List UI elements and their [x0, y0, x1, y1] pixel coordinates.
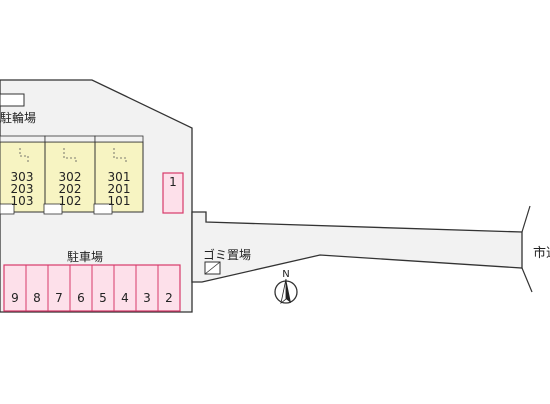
- unit-number: 101: [108, 194, 131, 208]
- parking-space-1: [162, 172, 184, 214]
- parking-space-label: 7: [55, 291, 63, 305]
- parking-space-label: 3: [143, 291, 151, 305]
- north-arrow-icon: [274, 278, 298, 305]
- unit-number: 203: [11, 182, 34, 196]
- road-edge-top: [521, 205, 531, 233]
- city-road-label: 市道: [533, 245, 550, 261]
- unit-303-column: 303 203 103: [11, 170, 34, 208]
- unit-number: 103: [11, 194, 34, 208]
- unit-302-column: 302 202 102: [59, 170, 82, 208]
- parking-space-label: 9: [11, 291, 19, 305]
- parking-space-label: 5: [99, 291, 107, 305]
- unit-number: 301: [108, 170, 131, 184]
- parking-lot-label: 駐車場: [67, 249, 103, 264]
- unit-number: 303: [11, 170, 34, 184]
- north-label: N: [282, 269, 289, 280]
- bicycle-parking-label: 駐輪場: [0, 110, 36, 125]
- unit-number: 201: [108, 182, 131, 196]
- parking-row: [3, 264, 181, 312]
- access-road: [191, 211, 523, 283]
- garbage-area-label: ゴミ置場: [203, 247, 251, 262]
- unit-number: 302: [59, 170, 82, 184]
- building: [0, 135, 144, 215]
- unit-number: 102: [59, 194, 82, 208]
- road-edge-bottom: [521, 267, 533, 293]
- parking-space-label: 8: [33, 291, 41, 305]
- unit-number: 202: [59, 182, 82, 196]
- unit-301-column: 301 201 101: [108, 170, 131, 208]
- parking-space-label: 6: [77, 291, 85, 305]
- parking-space-label: 2: [165, 291, 173, 305]
- bicycle-parking-icon: [0, 93, 25, 107]
- parking-space-1-label: 1: [169, 175, 177, 189]
- parking-space-label: 4: [121, 291, 129, 305]
